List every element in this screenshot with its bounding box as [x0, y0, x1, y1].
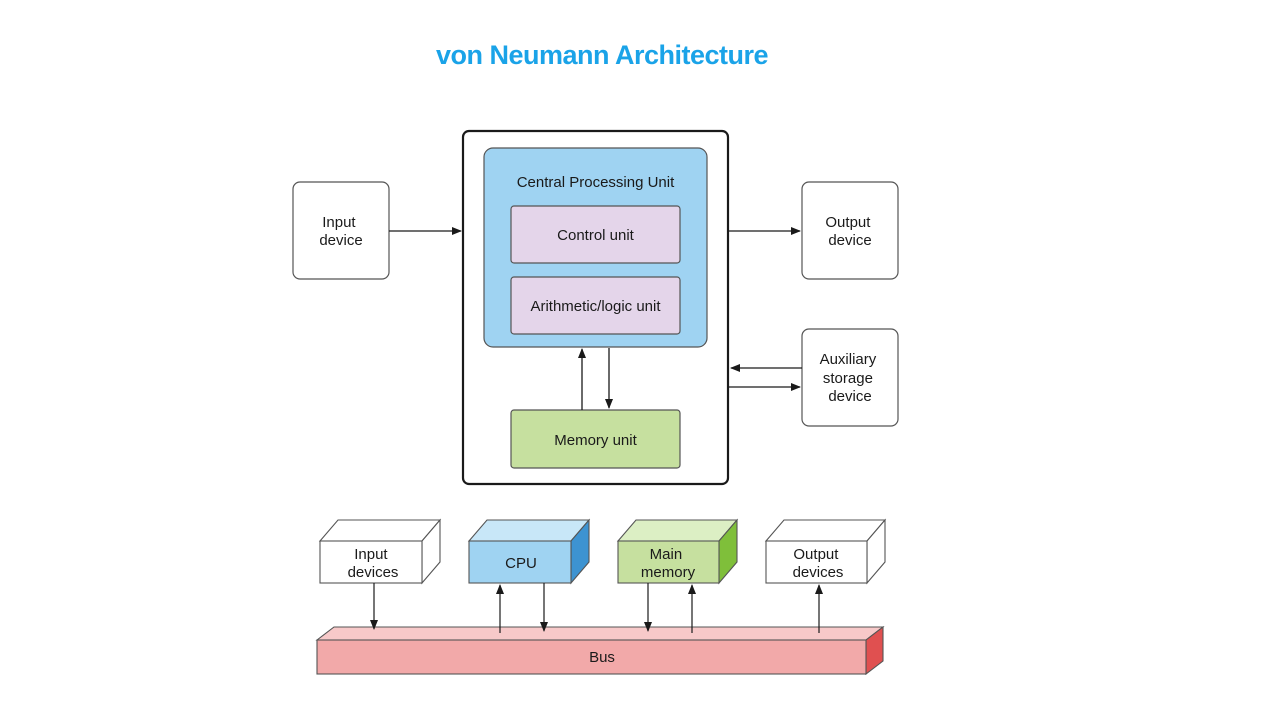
- cpu-label: Central Processing Unit: [517, 174, 675, 191]
- input-device-label: Input device: [319, 214, 362, 249]
- alu-box: [510, 276, 681, 335]
- memory-unit-label: Memory unit: [554, 432, 637, 449]
- output-device-label: Output device: [825, 214, 874, 249]
- main-memory-block: Main memory: [616, 518, 739, 585]
- cpu-block-label: CPU: [505, 555, 537, 572]
- input-devices-block: Input devices: [318, 518, 442, 585]
- control-unit-box: [510, 205, 681, 264]
- bus-label: Bus: [589, 649, 615, 666]
- auxiliary-storage-label: Auxiliary storage device: [820, 351, 881, 405]
- input-devices-label: Input devices: [348, 546, 399, 581]
- page-title: von Neumann Architecture: [435, 40, 769, 70]
- cpu-block: CPU: [467, 518, 591, 585]
- bus-block: Bus: [315, 625, 885, 676]
- output-devices-block: Output devices: [764, 518, 887, 585]
- output-device-box: [801, 181, 899, 280]
- output-devices-label: Output devices: [793, 546, 844, 581]
- control-unit-label: Control unit: [557, 227, 635, 244]
- memory-unit-box: [510, 409, 681, 469]
- auxiliary-storage-box: [801, 328, 899, 427]
- main-memory-label: Main memory: [641, 546, 696, 581]
- alu-label: Arithmetic/logic unit: [530, 298, 661, 315]
